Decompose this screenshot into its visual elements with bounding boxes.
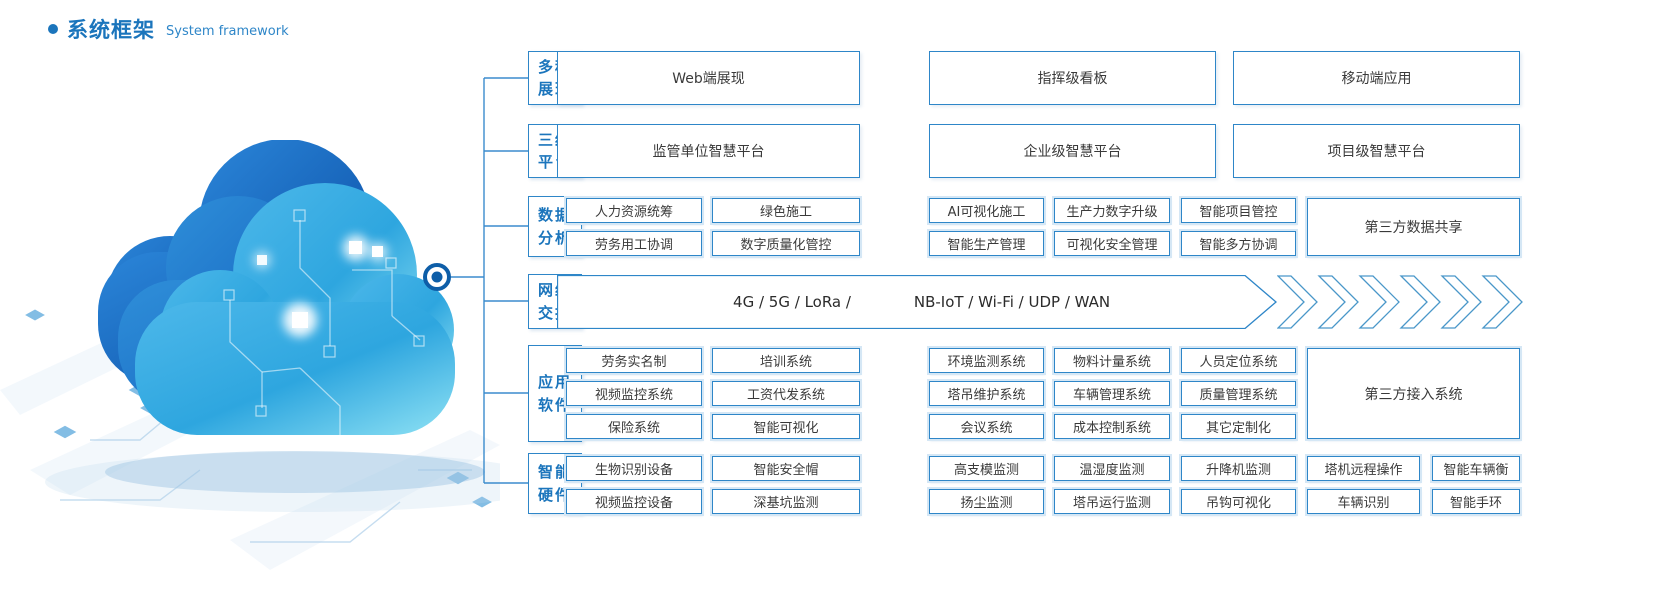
item-box: 智能生产管理: [929, 231, 1044, 256]
item-box: 扬尘监测: [929, 489, 1044, 514]
row-label-line: 分析: [537, 228, 572, 247]
side-box-data-analysis: 第三方数据共享: [1307, 198, 1520, 256]
box-three-level-platform-0: 监管单位智慧平台: [557, 124, 860, 178]
row-label-line: 数据: [537, 206, 572, 224]
item-box: 塔吊维护系统: [929, 381, 1044, 406]
row-label-line: 应用: [537, 373, 572, 391]
item-box: 会议系统: [929, 414, 1044, 439]
item-box: 人力资源统筹: [566, 198, 702, 223]
item-box: 劳务实名制: [566, 348, 702, 373]
item-box: 智能车辆衡: [1432, 456, 1520, 481]
title-zh: 系统框架: [67, 18, 155, 42]
item-box: 培训系统: [712, 348, 860, 373]
item-box: 生产力数字升级: [1054, 198, 1170, 223]
item-box: 人员定位系统: [1181, 348, 1296, 373]
item-box: 高支模监测: [929, 456, 1044, 481]
item-box: AI可视化施工: [929, 198, 1044, 223]
network-band: 4G / 5G / LoRa / NB-IoT / Wi-Fi / UDP / W…: [556, 274, 1278, 330]
item-box: 数字质量化管控: [712, 231, 860, 256]
page-title: 系统框架 System framework: [48, 14, 289, 44]
side-box-application-software: 第三方接入系统: [1307, 348, 1520, 439]
item-box: 智能安全帽: [712, 456, 860, 481]
item-box: 工资代发系统: [712, 381, 860, 406]
item-box: 生物识别设备: [566, 456, 702, 481]
item-box: 智能多方协调: [1181, 231, 1296, 256]
item-box: 环境监测系统: [929, 348, 1044, 373]
network-protocols-right: NB-IoT / Wi-Fi / UDP / WAN: [913, 293, 1111, 311]
row-label-line: 智能: [537, 463, 572, 481]
item-box: 智能可视化: [712, 414, 860, 439]
item-box: 视频监控系统: [566, 381, 702, 406]
box-multi-display-0: Web端展现: [557, 51, 860, 105]
item-box: 温湿度监测: [1054, 456, 1170, 481]
item-box: 智能手环: [1432, 489, 1520, 514]
cloud-illustration: [0, 140, 500, 570]
item-box: 塔机远程操作: [1307, 456, 1420, 481]
item-box: 物料计量系统: [1054, 348, 1170, 373]
item-box: 智能项目管控: [1181, 198, 1296, 223]
row-label-line: 软件: [537, 395, 572, 414]
box-three-level-platform-1: 企业级智慧平台: [929, 124, 1216, 178]
item-box: 可视化安全管理: [1054, 231, 1170, 256]
title-en: System framework: [166, 23, 289, 39]
item-box: 视频监控设备: [566, 489, 702, 514]
item-box: 塔吊运行监测: [1054, 489, 1170, 514]
item-box: 车辆识别: [1307, 489, 1420, 514]
item-box: 深基坑监测: [712, 489, 860, 514]
box-three-level-platform-2: 项目级智慧平台: [1233, 124, 1520, 178]
chevron-arrows-icon: [1277, 275, 1523, 329]
item-box: 保险系统: [566, 414, 702, 439]
item-box: 升降机监测: [1181, 456, 1296, 481]
network-band-shape: [556, 274, 1278, 330]
item-box: 其它定制化: [1181, 414, 1296, 439]
item-box: 劳务用工协调: [566, 231, 702, 256]
item-box: 成本控制系统: [1054, 414, 1170, 439]
network-protocols-left: 4G / 5G / LoRa /: [733, 293, 851, 311]
row-label-line: 硬件: [537, 485, 572, 504]
box-multi-display-1: 指挥级看板: [929, 51, 1216, 105]
item-box: 质量管理系统: [1181, 381, 1296, 406]
box-multi-display-2: 移动端应用: [1233, 51, 1520, 105]
item-box: 绿色施工: [712, 198, 860, 223]
item-box: 车辆管理系统: [1054, 381, 1170, 406]
bullet-icon: [48, 24, 58, 34]
item-box: 吊钩可视化: [1181, 489, 1296, 514]
